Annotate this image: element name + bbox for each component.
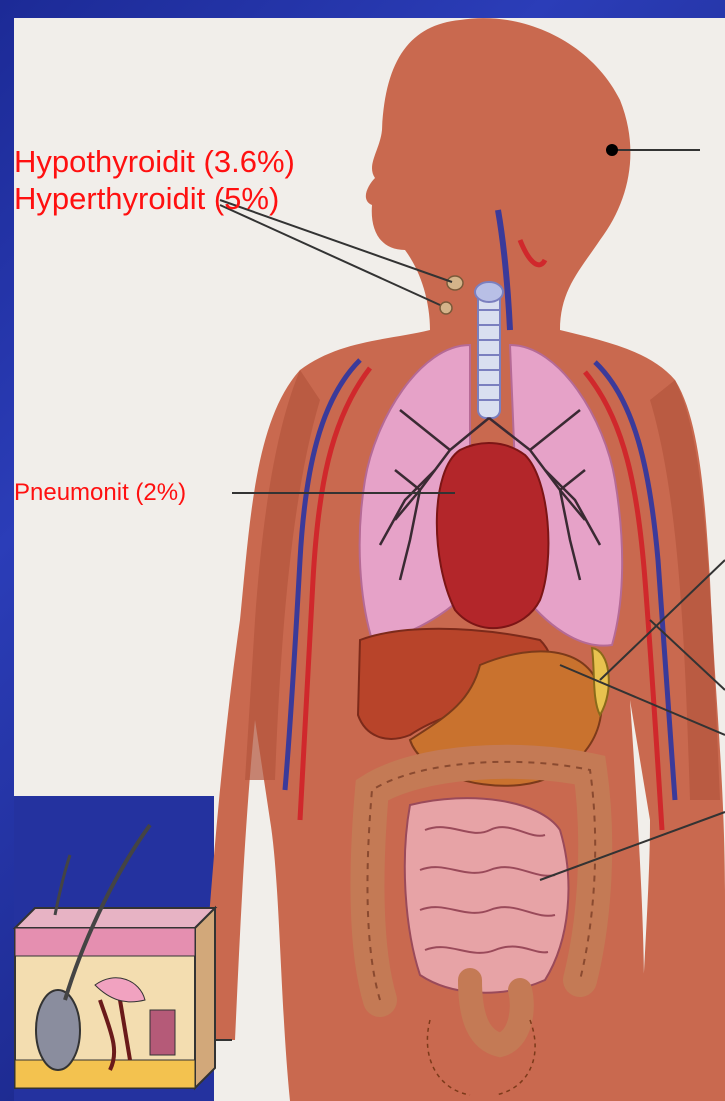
trachea — [478, 288, 500, 418]
pneumonitis-label: Pneumonit (2%) — [14, 481, 186, 505]
hypothyroid-label: Hypothyroidit (3.6%) — [14, 146, 295, 177]
thyroid-upper — [447, 276, 463, 290]
thyroid-lower — [440, 302, 452, 314]
larynx — [475, 282, 503, 302]
heart — [437, 443, 549, 628]
small-intestine — [405, 798, 569, 993]
hyperthyroid-label: Hyperthyroidit (5%) — [14, 183, 279, 214]
skin-cross-section — [15, 825, 215, 1088]
brain-marker-dot — [606, 144, 618, 156]
